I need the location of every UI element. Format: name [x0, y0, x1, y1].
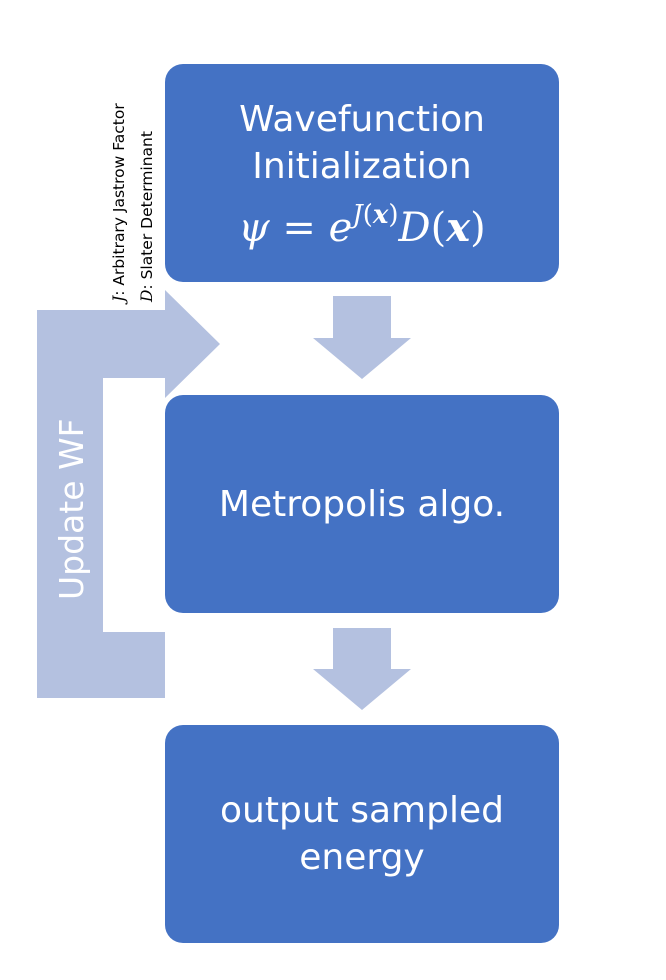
formula-exponent: J(x) — [352, 199, 399, 230]
wavefunction-initialization-box: Wavefunction Initialization ψ = eJ(x)D(x… — [165, 64, 559, 282]
update-wf-label: Update WF — [52, 418, 91, 600]
legend-jastrow: J: Arbitrary Jastrow Factor — [110, 103, 128, 302]
formula-e: e — [328, 204, 353, 251]
init-title-line1: Wavefunction — [239, 98, 485, 140]
wavefunction-formula: ψ = eJ(x)D(x) — [238, 199, 486, 251]
formula-exp-J: J — [352, 199, 363, 230]
formula-x: x — [446, 203, 471, 251]
down-arrow-2 — [313, 628, 411, 710]
formula-psi: ψ — [238, 204, 270, 251]
metropolis-algo-box: Metropolis algo. — [165, 395, 559, 613]
output-label-line1: output sampled — [220, 790, 504, 831]
legend-d-symbol: D — [138, 289, 156, 302]
output-label-line2: energy — [299, 837, 425, 878]
legend-j-symbol: J — [110, 295, 128, 302]
formula-exp-x: x — [372, 199, 389, 230]
legend-d-text: : Slater Determinant — [138, 131, 156, 290]
legend-j-text: : Arbitrary Jastrow Factor — [110, 103, 128, 296]
update-feedback-arrow — [37, 290, 220, 698]
metropolis-label: Metropolis algo. — [218, 483, 506, 525]
down-arrow-1 — [313, 296, 411, 379]
init-title-line2: Initialization — [252, 145, 472, 187]
formula-equals: = — [269, 204, 329, 251]
output-sampled-energy-box: output sampled energy — [165, 725, 559, 943]
formula-D: D — [398, 204, 431, 251]
legend-slater: D: Slater Determinant — [138, 131, 156, 302]
